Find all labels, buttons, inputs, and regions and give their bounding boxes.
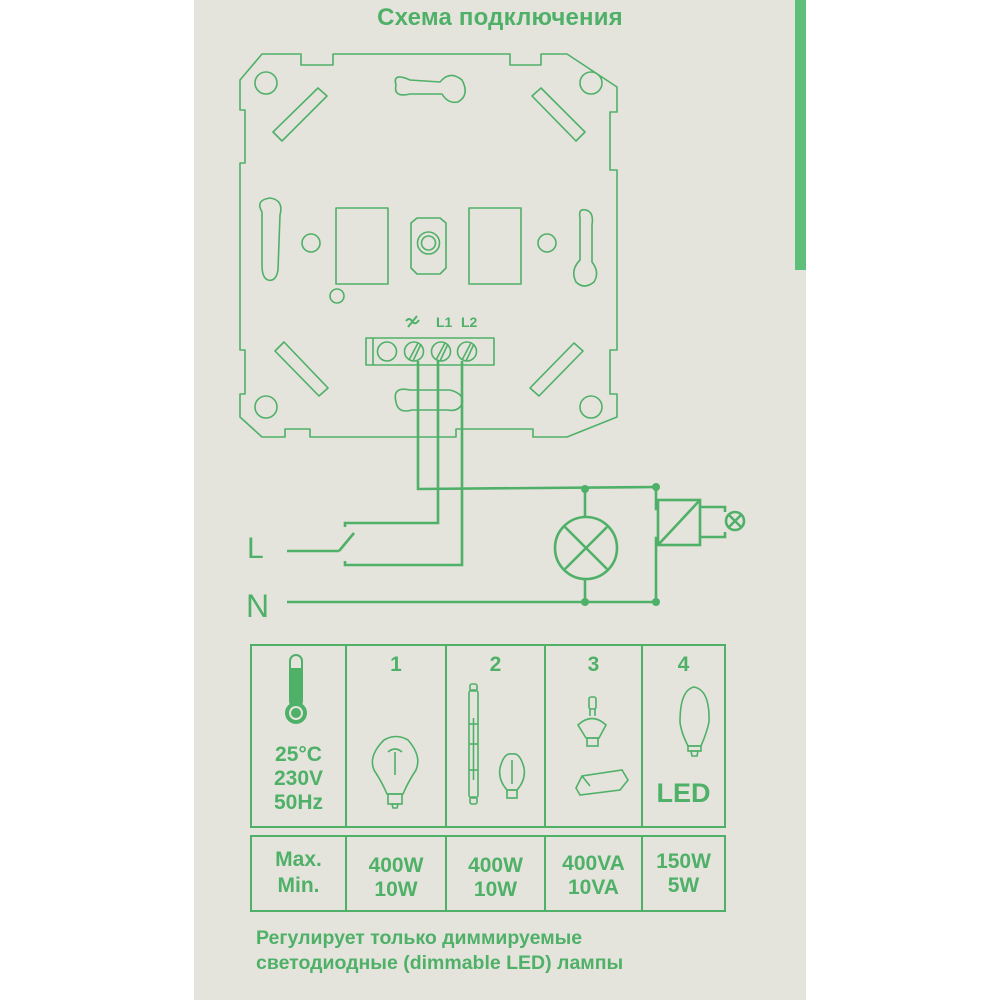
wire-l2 [343, 361, 464, 567]
keyhole-top [394, 74, 466, 104]
knob-hex [410, 217, 447, 275]
page-title: Схема подключения [377, 4, 623, 31]
rating-col-4: 150W 5W [643, 841, 724, 907]
mount-hole-br [579, 395, 603, 419]
min-value: 10W [473, 878, 518, 901]
switch-contact [338, 532, 355, 552]
rating-col-1: 400W 10W [347, 845, 445, 911]
rating-col-3: 400VA 10VA [546, 843, 641, 909]
slot-tl [272, 87, 328, 142]
voltage-value: 230V [273, 767, 324, 790]
row-labels: Max. Min. [252, 840, 345, 906]
keyhole-bottom [394, 388, 464, 412]
small-hole-left [301, 233, 321, 253]
col-number-4: 4 [677, 653, 690, 676]
halogen-lamp-icon [468, 683, 526, 805]
note-line-1: Регулирует только диммируемые [256, 927, 583, 949]
low-voltage-halogen-transformer-icon [575, 696, 629, 796]
dimmer-plate-outline [239, 53, 618, 438]
temperature-value: 25°C [275, 743, 322, 766]
terminal-block [365, 337, 495, 366]
max-value: 400W [468, 854, 523, 877]
incandescent-bulb-icon [371, 735, 419, 809]
max-value: 400W [368, 854, 424, 877]
max-value: 400VA [562, 852, 625, 875]
knob-shaft-outer [416, 231, 441, 255]
line-label: L [247, 532, 264, 565]
terminal-label-l2: L2 [461, 314, 478, 330]
instruction-sheet [194, 0, 806, 1000]
green-edge-stripe [795, 0, 806, 270]
mount-hole-tl [254, 71, 278, 95]
min-value: 10VA [568, 876, 619, 899]
rating-col-2: 400W 10W [447, 845, 544, 911]
small-hole-right [537, 233, 557, 253]
terminal-label-l1: L1 [436, 314, 453, 330]
neutral-label: N [246, 588, 270, 624]
window-left [335, 207, 389, 285]
ac-tilde-icon [405, 315, 420, 328]
col-number-1: 1 [390, 653, 402, 676]
terminal-ac [403, 341, 425, 362]
min-label: Min. [277, 874, 320, 897]
keyhole-left [259, 197, 282, 282]
spec-table-grid [250, 644, 726, 912]
max-label: Max. [275, 848, 322, 871]
col-number-3: 3 [587, 653, 600, 676]
transformer-symbol [656, 498, 702, 547]
wire-load [416, 361, 657, 491]
led-label: LED [656, 778, 711, 808]
thermometer-icon [285, 654, 307, 724]
keyhole-right [572, 208, 598, 287]
mount-hole-bl [254, 395, 278, 419]
operating-conditions: 25°C 230V 50Hz [252, 733, 345, 825]
mount-hole-tr [579, 71, 603, 95]
slot-br [529, 342, 584, 397]
frequency-value: 50Hz [273, 791, 324, 814]
junction-dots [581, 483, 660, 606]
knob-shaft-inner [420, 235, 437, 251]
terminal-blank [376, 341, 398, 362]
slot-bl [274, 341, 329, 397]
led-bulb-icon [679, 686, 710, 757]
window-right [468, 207, 522, 285]
col-number-2: 2 [489, 653, 502, 676]
dimmable-led-note: Регулирует только диммируемые светодиодн… [256, 926, 623, 976]
note-line-2: светодиодные (dimmable LED) лампы [256, 952, 624, 974]
wire-l1 [343, 361, 440, 527]
max-value: 150W [656, 850, 711, 873]
small-lamp-symbol [724, 510, 746, 532]
min-value: 5W [667, 874, 700, 897]
slot-tr [531, 87, 586, 142]
min-value: 10W [374, 878, 418, 901]
terminal-l2 [456, 341, 478, 362]
terminal-l1 [430, 341, 452, 362]
small-hole-lower [329, 288, 345, 304]
lamp-symbol [553, 515, 619, 581]
